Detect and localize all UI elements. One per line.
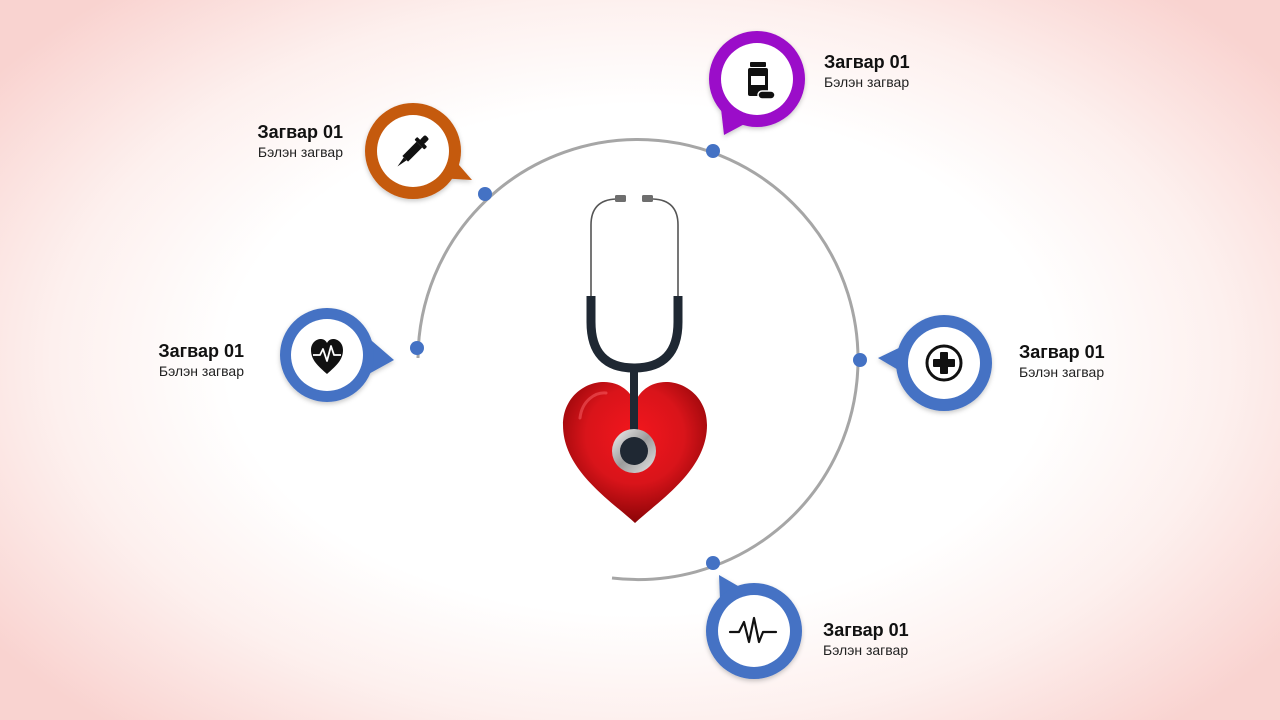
item-label-dropper: Загвар 01 Бэлэн загвар — [143, 121, 343, 161]
item-title: Загвар 01 — [823, 620, 909, 640]
ring-dot — [706, 556, 720, 570]
dropper-icon — [397, 135, 429, 167]
item-subtitle: Бэлэн загвар — [1019, 364, 1105, 380]
item-label-heart-pulse: Загвар 01 Бэлэн загвар — [44, 340, 244, 380]
item-label-pulse-wave: Загвар 01 Бэлэн загвар — [823, 619, 1023, 659]
item-title: Загвар 01 — [158, 341, 244, 361]
ring-dot — [410, 341, 424, 355]
pill-bottle-icon — [748, 62, 776, 100]
item-subtitle: Бэлэн загвар — [257, 144, 343, 160]
bubble-pulse-wave — [706, 575, 802, 679]
stethoscope-heart-icon — [563, 195, 707, 523]
ring-dot — [478, 187, 492, 201]
item-subtitle: Бэлэн загвар — [823, 642, 909, 658]
item-title: Загвар 01 — [1019, 342, 1105, 362]
item-subtitle: Бэлэн загвар — [158, 363, 244, 379]
heart-pulse-icon — [311, 339, 343, 374]
item-label-plus: Загвар 01 Бэлэн загвар — [1019, 341, 1219, 381]
ring-dot — [706, 144, 720, 158]
item-label-pill-bottle: Загвар 01 Бэлэн загвар — [824, 51, 1024, 91]
item-subtitle: Бэлэн загвар — [824, 74, 910, 90]
ring-arc — [416, 138, 860, 582]
pulse-wave-icon — [728, 616, 778, 644]
item-title: Загвар 01 — [257, 122, 343, 142]
plus-circle-icon — [925, 344, 963, 382]
item-title: Загвар 01 — [824, 52, 910, 72]
ring-dot — [853, 353, 867, 367]
